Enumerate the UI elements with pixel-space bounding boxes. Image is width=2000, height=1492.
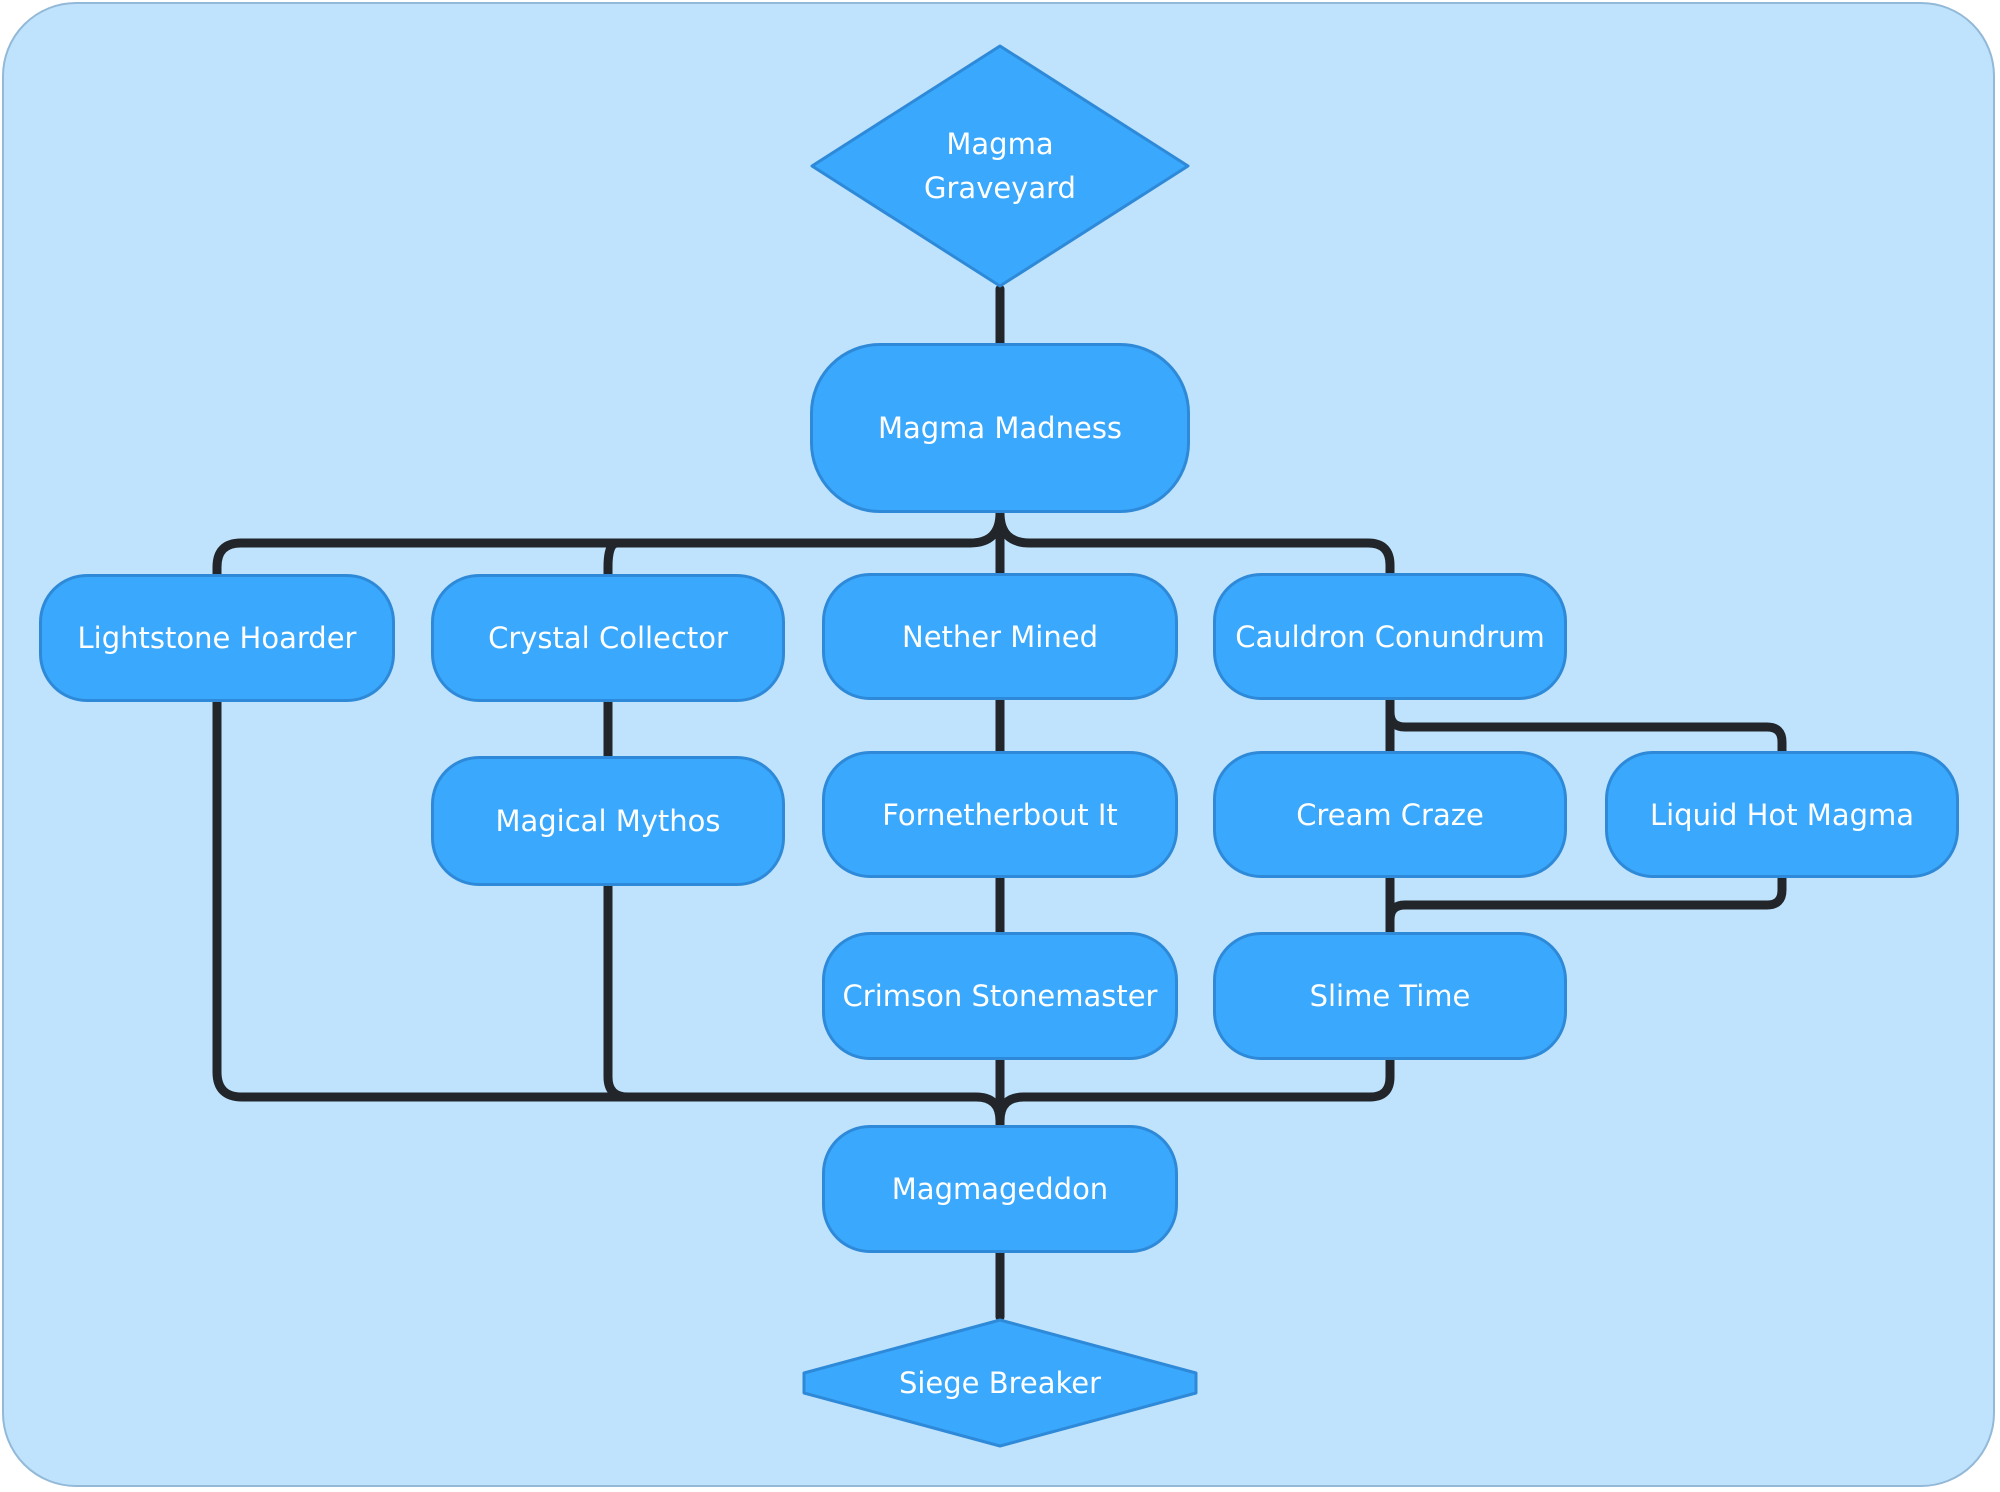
node-magical-mythos[interactable]: Magical Mythos [431,756,785,886]
node-magma-madness[interactable]: Magma Madness [810,343,1190,513]
node-liquid-hot-magma[interactable]: Liquid Hot Magma [1605,751,1959,878]
node-fornetherbout-it[interactable]: Fornetherbout It [822,751,1178,878]
diamond-shape-icon [802,1318,1198,1448]
diamond-shape-icon [810,44,1190,288]
node-label: Crystal Collector [488,621,728,655]
node-label: Cream Craze [1296,797,1484,832]
start-node-magma-graveyard[interactable]: Magma Graveyard [809,43,1191,289]
node-cauldron-conundrum[interactable]: Cauldron Conundrum [1213,573,1567,700]
node-lightstone-hoarder[interactable]: Lightstone Hoarder [39,574,395,702]
edge-mythos-magmageddon [603,881,633,1102]
edge-liquid-slime [1385,873,1787,937]
edge-madness-lightstone [212,508,1005,579]
start-node-label-line1: Magma [946,127,1054,161]
node-magmageddon[interactable]: Magmageddon [822,1125,1178,1253]
end-node-siege-breaker[interactable]: Siege Breaker [792,1317,1208,1449]
edge-slime-magmageddon [995,1055,1395,1126]
node-label: Crimson Stonemaster [842,979,1158,1013]
node-crimson-stonemaster[interactable]: Crimson Stonemaster [822,932,1178,1060]
node-label: Liquid Hot Magma [1649,797,1915,832]
node-label: Cauldron Conundrum [1235,619,1545,654]
node-label: Nether Mined [902,619,1098,654]
node-nether-mined[interactable]: Nether Mined [822,573,1178,700]
node-cream-craze[interactable]: Cream Craze [1213,751,1567,878]
edge-cauldron-liquid [1385,695,1787,756]
node-label: Magical Mythos [495,804,721,838]
node-label: Magmageddon [891,1172,1109,1206]
edge-madness-crystal [603,538,622,579]
edge-madness-cauldron [995,508,1395,578]
node-label: Slime Time [1309,979,1471,1013]
node-label: Lightstone Hoarder [77,621,357,655]
node-slime-time[interactable]: Slime Time [1213,932,1567,1060]
start-node-label: Magma Graveyard [924,122,1076,210]
node-label: Fornetherbout It [882,797,1118,832]
end-node-label: Siege Breaker [898,1366,1102,1400]
start-node-label-line2: Graveyard [924,171,1076,205]
node-crystal-collector[interactable]: Crystal Collector [431,574,785,702]
node-label: Magma Madness [877,411,1123,445]
